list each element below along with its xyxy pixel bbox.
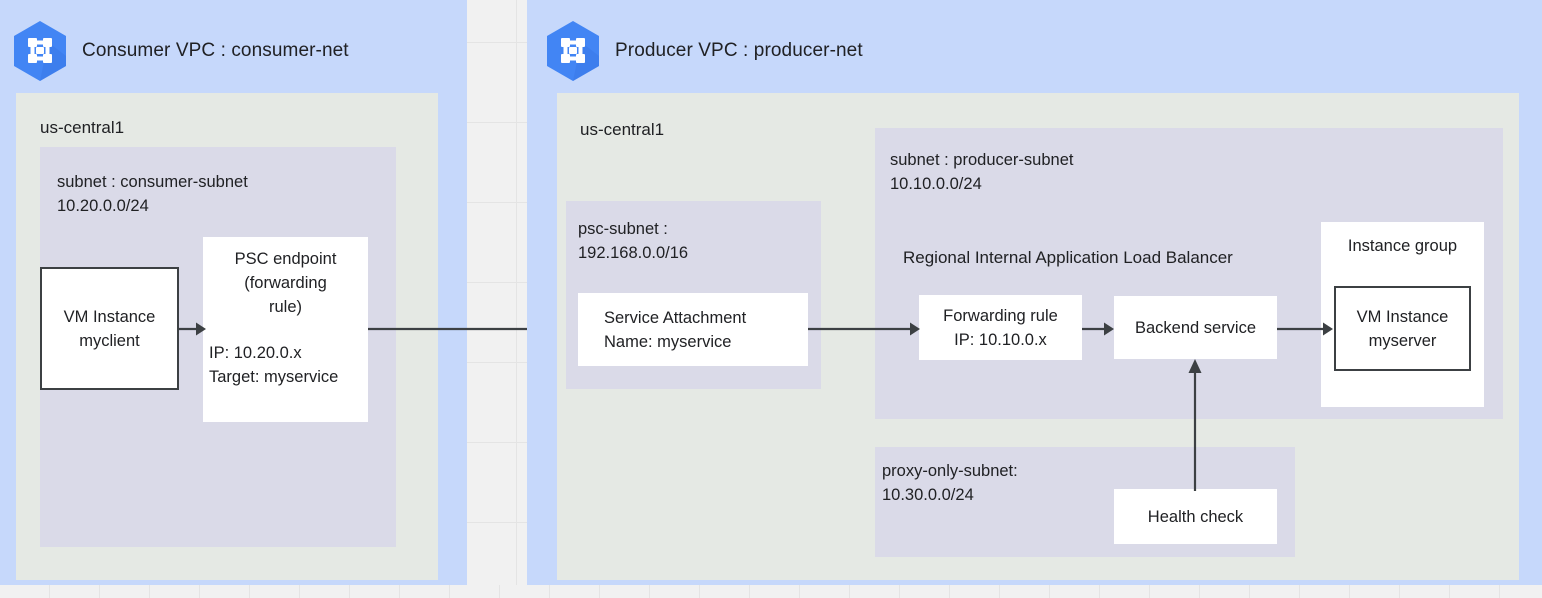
- producer-vpc-title: Producer VPC : producer-net: [615, 40, 863, 61]
- proxy-only-subnet-label: proxy-only-subnet: 10.30.0.0/24: [882, 462, 1018, 504]
- producer-vpc-header: Producer VPC : producer-net: [545, 20, 863, 82]
- consumer-subnet-label: subnet : consumer-subnet 10.20.0.0/24: [57, 173, 248, 215]
- vpc-network-icon: [545, 20, 601, 82]
- canvas-grid-backdrop: [467, 0, 527, 585]
- producer-region-label: us-central1: [580, 120, 665, 139]
- connector-client-to-psc-endpoint: [178, 322, 206, 336]
- psc-endpoint-box[interactable]: PSC endpoint (forwarding rule) IP: 10.20…: [203, 237, 368, 422]
- service-attachment-box[interactable]: Service Attachment Name: myservice: [578, 293, 808, 366]
- consumer-vpc-header: Consumer VPC : consumer-net: [12, 20, 349, 82]
- vm-instance-myclient-box[interactable]: VM Instance myclient: [40, 267, 179, 390]
- health-check-box[interactable]: Health check: [1114, 489, 1277, 544]
- backend-service-box[interactable]: Backend service: [1114, 296, 1277, 359]
- connector-backend-service-to-vm-myserver: [1277, 322, 1333, 336]
- consumer-vpc-title: Consumer VPC : consumer-net: [82, 40, 349, 61]
- consumer-region-label: us-central1: [40, 118, 125, 137]
- connector-health-check-to-backend-service: [1188, 359, 1202, 491]
- psc-endpoint-title: PSC endpoint (forwarding rule): [234, 250, 337, 316]
- vpc-network-icon: [12, 20, 68, 82]
- load-balancer-label: Regional Internal Application Load Balan…: [903, 248, 1233, 267]
- vm-instance-myserver-box[interactable]: VM Instance myserver: [1334, 286, 1471, 371]
- producer-subnet-label: subnet : producer-subnet 10.10.0.0/24: [890, 151, 1074, 193]
- canvas-grid-bottom-strip: [0, 585, 1542, 598]
- connector-service-attachment-to-forwarding-rule: [808, 322, 920, 336]
- psc-endpoint-details: IP: 10.20.0.x Target: myservice: [209, 344, 339, 386]
- forwarding-rule-box[interactable]: Forwarding rule IP: 10.10.0.x: [919, 295, 1082, 360]
- connector-forwarding-rule-to-backend-service: [1082, 322, 1114, 336]
- psc-subnet-label: psc-subnet : 192.168.0.0/16: [578, 220, 689, 262]
